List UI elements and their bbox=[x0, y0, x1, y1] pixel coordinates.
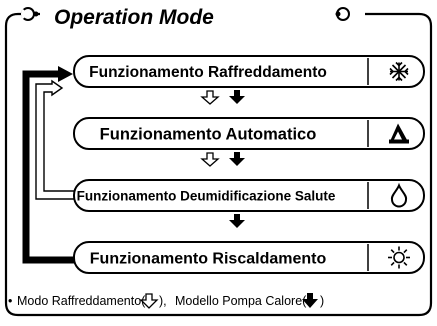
title-left-ornament-icon bbox=[21, 7, 39, 21]
snowflake-icon bbox=[389, 61, 409, 82]
legend-separator: ), bbox=[159, 294, 167, 308]
auto-icon bbox=[389, 123, 409, 144]
heatpump-loop-line bbox=[22, 70, 74, 264]
heatpump-arrow-icon bbox=[229, 214, 245, 228]
mode-box-3: Funzionamento Deumidificazione Salute bbox=[73, 179, 425, 212]
droplet-icon bbox=[390, 182, 408, 208]
cooling-arrow-icon bbox=[200, 90, 220, 105]
arrows-row-3 bbox=[229, 214, 245, 228]
legend-heatpump-label: Modello Pompa Calore( bbox=[175, 294, 307, 308]
svg-text:• Modo Raffreddamento(: • Modo Raffreddamento( bbox=[8, 294, 146, 308]
outer-frame bbox=[4, 12, 433, 317]
cooling-loop-outline bbox=[35, 79, 74, 200]
mode-label: Funzionamento Raffreddamento bbox=[89, 64, 327, 81]
title-right-ornament-icon bbox=[335, 7, 350, 21]
arrows-row-2 bbox=[200, 152, 245, 167]
sun-icon bbox=[388, 246, 410, 269]
mode-label: Funzionamento Riscaldamento bbox=[90, 250, 327, 267]
legend-cooling-arrow-icon bbox=[139, 293, 159, 309]
mode-box-frame bbox=[73, 117, 425, 150]
legend-cooling-label: Modo Raffreddamento( bbox=[17, 294, 146, 308]
heatpump-arrow-icon bbox=[229, 152, 245, 166]
legend-end: ) bbox=[320, 294, 324, 308]
title: Operation Mode bbox=[54, 6, 214, 29]
mode-box-4: Funzionamento Riscaldamento bbox=[73, 241, 425, 274]
mode-box-frame bbox=[73, 179, 425, 212]
arrows-row-1 bbox=[200, 90, 245, 105]
mode-label: Funzionamento Deumidificazione Salute bbox=[77, 188, 336, 203]
mode-box-2: Funzionamento Automatico bbox=[73, 117, 425, 150]
mode-box-frame bbox=[73, 241, 425, 274]
legend: • Modo Raffreddamento( ), Modello Pompa … bbox=[8, 293, 324, 309]
mode-label: Funzionamento Automatico bbox=[100, 125, 317, 143]
legend-heatpump-arrow-icon bbox=[302, 293, 318, 308]
mode-box-1: Funzionamento Raffreddamento bbox=[73, 55, 425, 88]
cooling-arrow-icon bbox=[200, 152, 220, 167]
heatpump-arrow-icon bbox=[229, 90, 245, 104]
legend-bullet: • bbox=[8, 294, 12, 308]
heatpump-loop-arrowhead bbox=[58, 66, 73, 82]
mode-box-frame bbox=[73, 55, 425, 88]
